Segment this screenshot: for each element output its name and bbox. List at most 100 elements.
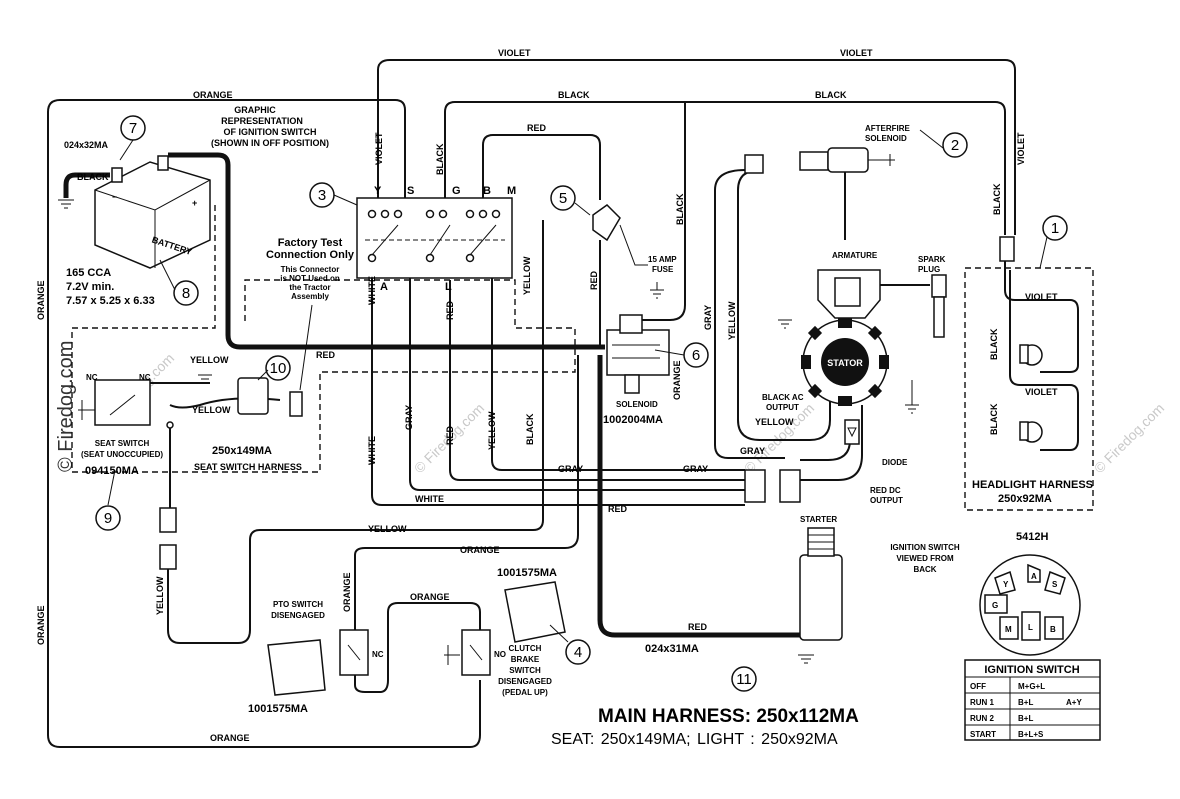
yellow-wire-right	[737, 169, 831, 441]
afterfire-solenoid	[744, 147, 895, 174]
label-violet-right: VIOLET	[1016, 132, 1026, 165]
terminal-g: G	[452, 185, 461, 197]
black-ac-label-1: BLACK AC	[762, 393, 804, 402]
seat-switch-sub: (SEAT UNOCCUPIED)	[81, 450, 163, 459]
solenoid-part: 1002004MA	[603, 414, 663, 426]
ign-row-off-val: M+G+L	[1018, 682, 1045, 691]
battery-cable-black	[63, 172, 110, 198]
afterfire-tip	[868, 154, 895, 166]
label-black-2: BLACK	[815, 90, 847, 100]
callouts	[95, 115, 1068, 692]
label-black-hl1: BLACK	[989, 328, 999, 360]
label-violet-hl1: VIOLET	[1025, 292, 1058, 302]
term-y	[994, 570, 1016, 595]
clutch-label-3: SWITCH	[509, 666, 541, 675]
armature	[817, 269, 881, 319]
pto-nc: NC	[372, 650, 384, 659]
callout-2	[942, 132, 968, 158]
label-orange-bottom: ORANGE	[210, 733, 250, 743]
ign-graphic-2: REPRESENTATION	[221, 116, 303, 126]
label-white-1: WHITE	[367, 276, 377, 305]
gray-wire-right	[714, 169, 785, 459]
pto-switch-picture	[267, 639, 326, 696]
fuse	[592, 204, 648, 266]
callout-num-9: 9	[104, 510, 112, 527]
violet-headlight-2	[1009, 270, 1079, 451]
label-gray-h1: GRAY	[558, 464, 583, 474]
ign-row-off: OFF	[970, 682, 986, 691]
term-dot	[491, 209, 501, 219]
diode-symbol	[847, 427, 857, 438]
factory-title-2: Connection Only	[266, 249, 355, 261]
callout-num-1: 1	[1051, 220, 1059, 237]
callout-num-7: 7	[129, 120, 137, 137]
battery-cca: 165 CCA	[66, 267, 111, 279]
solenoid	[606, 314, 670, 394]
callout-num-5: 5	[559, 190, 567, 207]
term-a	[1027, 563, 1041, 583]
label-red-h: RED	[608, 504, 628, 514]
label-red-fuse-v: RED	[589, 270, 599, 290]
battery-part: 024x32MA	[64, 140, 109, 150]
yellow-wire-mid	[491, 255, 745, 471]
solenoid-top	[619, 314, 643, 334]
stator-pole	[838, 318, 852, 328]
terminal-l: L	[445, 281, 452, 293]
bulb-socket	[1019, 344, 1029, 364]
afterfire-label-2: SOLENOID	[865, 134, 907, 143]
callout-num-2: 2	[951, 137, 959, 154]
ground-symbols	[58, 199, 919, 664]
callout-num-6: 6	[692, 347, 700, 364]
ground-icon	[905, 380, 919, 414]
stator-label: STATOR	[827, 358, 863, 368]
black-ac-label-2: OUTPUT	[766, 403, 799, 412]
clutch-part: 1001575MA	[497, 567, 557, 579]
fuse-label-2: FUSE	[652, 265, 674, 274]
seat-switch-title: SEAT SWITCH	[95, 439, 150, 448]
factory-note-3: the Tractor	[289, 283, 330, 292]
terminal-y: Y	[374, 185, 382, 197]
stator-pole	[807, 383, 823, 399]
callout-numbers: 1 2 3 4 5 6 7 8 9 10 11	[104, 120, 1059, 688]
spark-plug-label-2: PLUG	[918, 265, 940, 274]
ign-graphic-4: (SHOWN IN OFF POSITION)	[211, 138, 329, 148]
stator-pole	[879, 355, 889, 369]
stator-pole	[807, 325, 823, 341]
spark-plug-boot	[931, 274, 947, 298]
terminal-s: S	[407, 185, 414, 197]
label-yellow-1: YELLOW	[522, 256, 532, 295]
seat-switch-body	[94, 379, 151, 426]
label-yellow-right: YELLOW	[727, 301, 737, 340]
gray-wire-left	[409, 255, 745, 491]
ign-view-3: BACK	[913, 565, 936, 574]
stator: STATOR	[801, 318, 889, 406]
label-red-starter: RED	[688, 622, 708, 632]
term-dot	[166, 421, 174, 429]
battery-body	[94, 161, 211, 269]
factory-note-2: is NOT Used on	[280, 274, 340, 283]
clutch-no: NO	[494, 650, 506, 659]
terminal-b: B	[483, 185, 491, 197]
label-yellow-seat: YELLOW	[155, 576, 165, 615]
callout-num-10: 10	[270, 360, 287, 377]
seat-switch-part: 094150MA	[85, 465, 139, 477]
callout-4	[565, 639, 591, 665]
label-orange-pto: ORANGE	[342, 572, 352, 612]
battery: BATTERY − +	[94, 155, 211, 269]
afterfire-plug	[744, 154, 764, 174]
orange-wire-outer	[47, 99, 481, 748]
label-violet-hl2: VIOLET	[1025, 387, 1058, 397]
label-black-solenoid: BLACK	[675, 193, 685, 225]
starter-cable	[597, 355, 800, 638]
label-white-h: WHITE	[415, 494, 444, 504]
headlight-connector	[999, 236, 1015, 262]
pto-contact	[347, 644, 361, 661]
terminal-m: M	[507, 185, 516, 197]
ign-graphic-1: GRAPHIC	[234, 105, 276, 115]
diode-body	[844, 419, 860, 445]
headlights	[999, 236, 1043, 443]
term-dot	[425, 253, 435, 263]
pto-label-2: DISENGAGED	[271, 611, 325, 620]
starter-label: STARTER	[800, 515, 837, 524]
term-dot	[425, 209, 435, 219]
